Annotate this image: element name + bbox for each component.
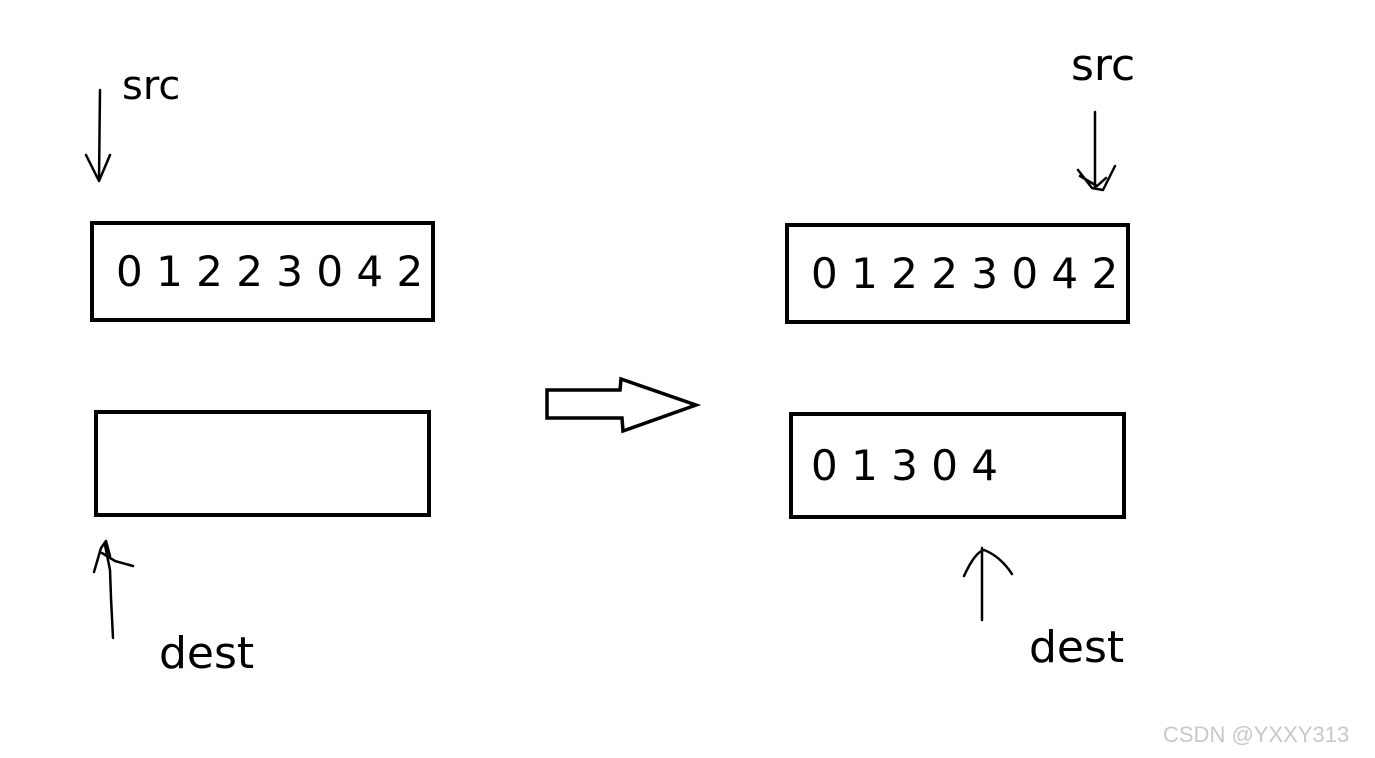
right-dest-array-box: 0 1 3 0 4 (789, 412, 1126, 519)
watermark: CSDN @YXXY313 (1163, 722, 1350, 747)
right-src-array-box: 0 1 2 2 3 0 4 2 (785, 223, 1130, 324)
right-dest-sequence: 0 1 3 0 4 (811, 440, 999, 490)
left-src-array-box: 0 1 2 2 3 0 4 2 (90, 221, 435, 322)
left-dest-pointer-arrow-icon (92, 539, 135, 640)
right-dest-label: dest (1029, 622, 1125, 673)
right-src-sequence: 0 1 2 2 3 0 4 2 (811, 248, 1119, 298)
left-dest-array-box (94, 410, 431, 517)
left-src-pointer-arrow-icon (84, 88, 112, 183)
transition-arrow-icon (545, 376, 702, 434)
right-src-pointer-arrow-icon (1076, 110, 1117, 192)
right-src-label: src (1071, 40, 1136, 91)
left-src-sequence: 0 1 2 2 3 0 4 2 (116, 246, 424, 296)
left-dest-label: dest (159, 628, 255, 679)
right-dest-pointer-arrow-icon (962, 546, 1014, 622)
left-src-label: src (122, 63, 181, 109)
